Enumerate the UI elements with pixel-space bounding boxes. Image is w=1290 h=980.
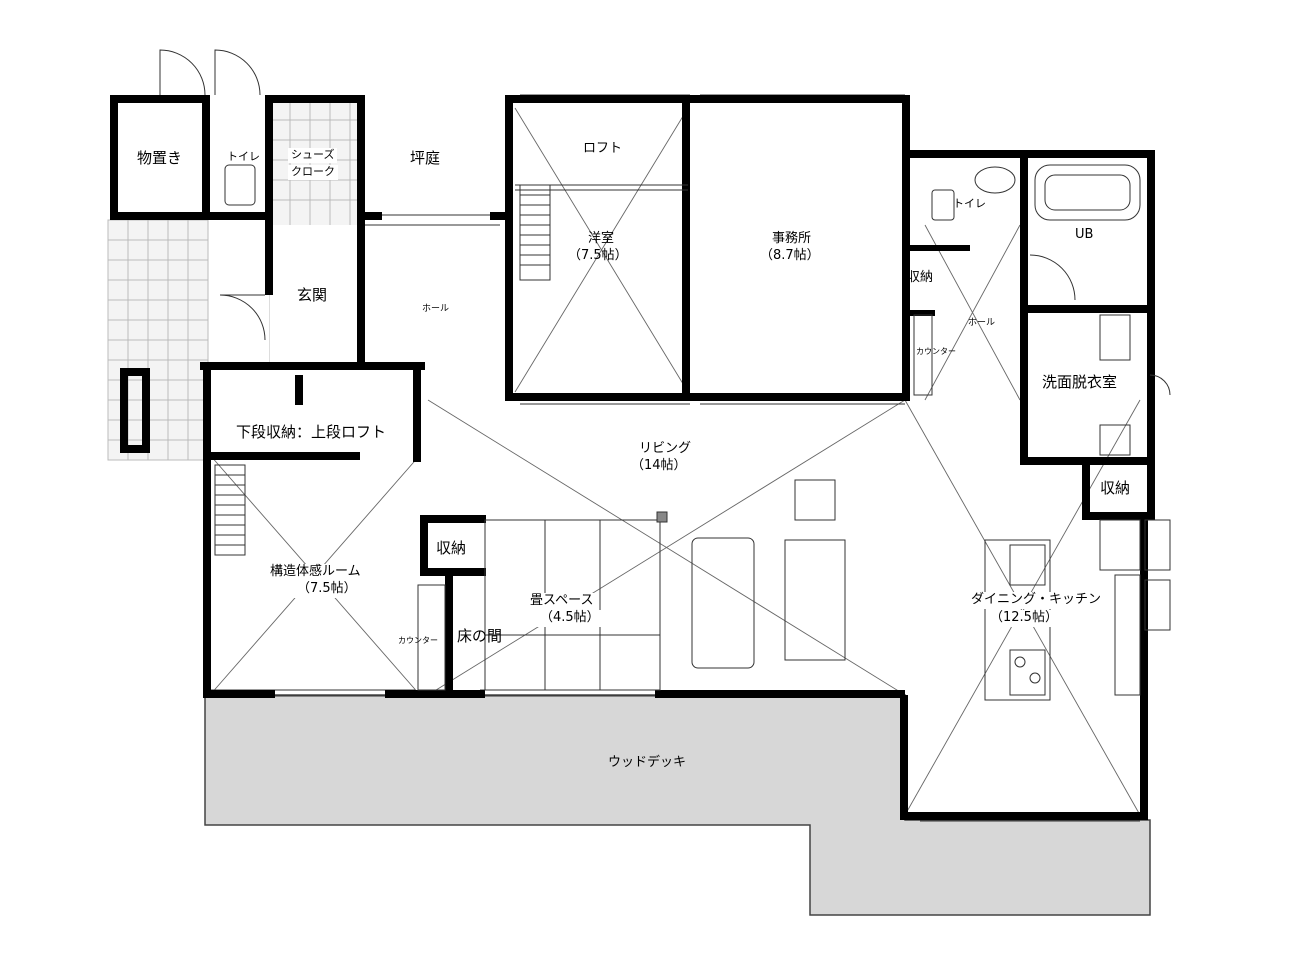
room-counter-left: カウンター (398, 636, 438, 645)
room-jimusho-size: （8.7帖） (760, 248, 820, 263)
walls (110, 95, 1155, 820)
room-shoes-label-2: クローク (288, 165, 338, 180)
room-dining-size: （12.5帖） (987, 610, 1061, 627)
room-counter-right: カウンター (916, 347, 956, 356)
room-wooddeck: ウッドデッキ (608, 755, 687, 770)
room-tatami: 畳スペース (527, 593, 597, 610)
room-toilet-left: トイレ (227, 150, 260, 163)
room-genkan: 玄関 (297, 286, 328, 304)
room-shuno-center: 収納 (436, 539, 467, 557)
room-monooki: 物置き (137, 149, 183, 167)
room-tatami-size: （4.5帖） (537, 610, 603, 627)
room-toilet-right: トイレ (953, 197, 986, 210)
room-kouzou: 構造体感ルーム (267, 564, 364, 581)
room-tokonoma: 床の間 (457, 627, 503, 645)
room-hall-left: ホール (422, 304, 450, 314)
room-hall-right: ホール (968, 318, 996, 328)
room-living-size: （14帖） (631, 458, 687, 473)
wood-deck-area (204, 694, 1151, 916)
fixtures (214, 164, 1171, 701)
room-youshitsu: 洋室 (588, 231, 615, 246)
room-gedan: 下段収納：上段ロフト (236, 423, 387, 441)
room-shoes-label-1: シューズ (288, 148, 338, 163)
room-shuno-right-mid: 収納 (1100, 479, 1131, 497)
room-tsuboniwa: 坪庭 (410, 149, 441, 167)
room-kouzou-size: （7.5帖） (294, 581, 360, 598)
room-shuno-right-top: 収納 (907, 270, 934, 285)
room-living: リビング (639, 441, 692, 456)
doors (159, 49, 1171, 396)
room-dining: ダイニング・キッチン (968, 592, 1105, 609)
room-senmen: 洗面脱衣室 (1042, 373, 1118, 391)
room-loft: ロフト (583, 141, 623, 156)
room-youshitsu-size: （7.5帖） (568, 248, 628, 263)
genkan-floor (270, 225, 362, 363)
room-jimusho: 事務所 (772, 231, 812, 246)
room-ub: UB (1075, 227, 1094, 242)
